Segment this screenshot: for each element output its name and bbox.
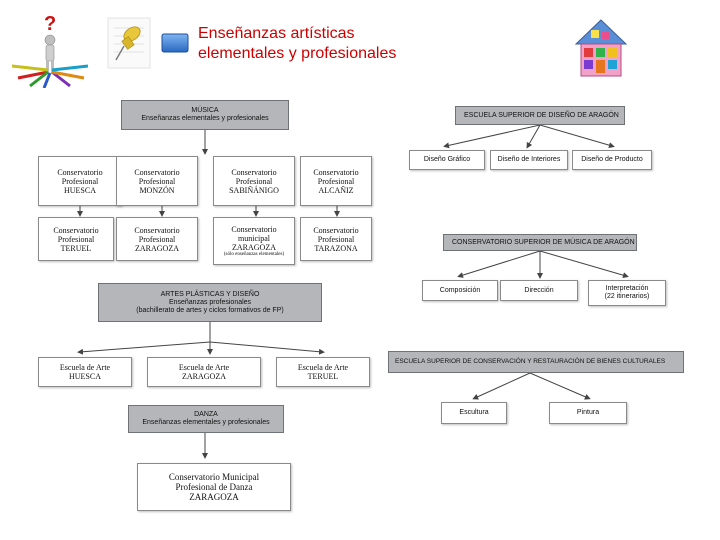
conservatorio-municipal-zaragoza: Conservatorio municipal ZARAGOZA (sólo e… (213, 217, 295, 265)
conservatorio-monzon: Conservatorio Profesional MONZÓN (116, 156, 198, 206)
box-line: HUESCA (63, 185, 96, 195)
escuela-arte-zaragoza: Escuela de Arte ZARAGOZA (147, 357, 261, 387)
box-note: (sólo enseñanzas elementales) (223, 251, 285, 257)
box-line: ZARAGOZA (189, 492, 239, 502)
musica-composicion: Composición (422, 280, 498, 301)
conservatorio-teruel: Conservatorio Profesional TERUEL (38, 217, 114, 261)
box-line: Diseño de Producto (581, 156, 643, 163)
box-line: ZARAGOZA (182, 372, 226, 381)
musica-header-title: MÚSICA (191, 107, 219, 114)
box-line: Escuela de Arte (59, 363, 111, 372)
conservacion-escultura: Escultura (441, 402, 507, 424)
diseno-header-text: ESCUELA SUPERIOR DE DISEÑO DE ARAGÓN (464, 111, 619, 119)
artes-header: ARTES PLÁSTICAS Y DISEÑO Enseñanzas prof… (98, 283, 322, 322)
danza-header-subtitle: Enseñanzas elementales y profesionales (142, 419, 270, 426)
artes-header-note: (bachillerato de artes y ciclos formativ… (136, 306, 284, 314)
artes-header-title: ARTES PLÁSTICAS Y DISEÑO (160, 290, 260, 298)
musica-header: MÚSICA Enseñanzas elementales y profesio… (121, 100, 289, 130)
box-line: Conservatorio Municipal (168, 472, 260, 482)
box-line: Dirección (524, 286, 554, 294)
musica-superior-header-text: CONSERVATORIO SUPERIOR DE MÚSICA DE ARAG… (452, 238, 635, 246)
musica-header-subtitle: Enseñanzas elementales y profesionales (141, 115, 269, 122)
conservatorio-tarazona: Conservatorio Profesional TARAZONA (300, 217, 372, 261)
box-line: Profesional de Danza (175, 482, 253, 492)
conservacion-header-text: ESCUELA SUPERIOR DE CONSERVACIÓN Y RESTA… (395, 358, 666, 365)
svg-text:?: ? (44, 13, 56, 35)
box-line: TARAZONA (314, 243, 358, 253)
box-line: Profesional (317, 176, 355, 186)
box-line: Conservatorio (313, 167, 359, 177)
conservacion-header: ESCUELA SUPERIOR DE CONSERVACIÓN Y RESTA… (388, 351, 684, 373)
musica-interpretacion: Interpretación (22 itinerarios) (588, 280, 666, 306)
title-line-1: Enseñanzas artísticas (198, 25, 355, 42)
box-line: Profesional (57, 234, 95, 244)
musica-superior-header: CONSERVATORIO SUPERIOR DE MÚSICA DE ARAG… (443, 234, 637, 251)
box-line: Escultura (459, 409, 489, 416)
box-line: Profesional (235, 176, 273, 186)
box-line: Escuela de Arte (178, 363, 230, 372)
conservatorio-zaragoza: Conservatorio Profesional ZARAGOZA (116, 217, 198, 261)
box-line: TERUEL (60, 243, 92, 253)
danza-header: DANZA Enseñanzas elementales y profesion… (128, 405, 284, 433)
box-line: Conservatorio (231, 167, 277, 177)
box-line: ZARAGOZA (135, 243, 179, 253)
box-line: Conservatorio (313, 225, 359, 235)
blue-square-bullet-icon (161, 33, 189, 53)
box-line: Profesional (138, 176, 176, 186)
box-line: Profesional (61, 176, 99, 186)
box-line: Conservatorio (57, 167, 103, 177)
box-line: (22 itinerarios) (604, 293, 650, 300)
box-line: Conservatorio (231, 224, 277, 234)
box-line: Composición (439, 286, 481, 294)
box-line: Pintura (576, 409, 600, 416)
diseno-header: ESCUELA SUPERIOR DE DISEÑO DE ARAGÓN (455, 106, 625, 125)
box-line: Diseño de Interiores (497, 156, 561, 163)
title-line-2: elementales y profesionales (198, 45, 397, 62)
diseno-interiores: Diseño de Interiores (490, 150, 568, 170)
diseno-producto: Diseño de Producto (572, 150, 652, 170)
box-line: ALCAÑIZ (318, 185, 354, 195)
box-line: Escuela de Arte (297, 363, 349, 372)
box-line: TERUEL (307, 372, 339, 381)
page-title: Enseñanzas artísticas elementales y prof… (198, 24, 396, 64)
colorful-house-icon (574, 18, 628, 80)
conservacion-pintura: Pintura (549, 402, 627, 424)
box-line: Conservatorio (134, 225, 180, 235)
box-line: MONZÓN (139, 185, 175, 195)
box-line: Interpretación (605, 285, 649, 292)
box-line: ZARAGOZA (232, 242, 276, 252)
box-line: municipal (238, 233, 270, 243)
escuela-arte-huesca: Escuela de Arte HUESCA (38, 357, 132, 387)
diseno-grafico: Diseño Gráfico (409, 150, 485, 170)
conservatorio-alcaniz: Conservatorio Profesional ALCAÑIZ (300, 156, 372, 206)
danza-header-title: DANZA (194, 411, 218, 418)
artes-header-subtitle: Enseñanzas profesionales (168, 298, 252, 306)
escuela-arte-teruel: Escuela de Arte TERUEL (276, 357, 370, 387)
pushpin-icon (104, 14, 154, 74)
box-line: HUESCA (68, 372, 101, 381)
box-line: Diseño Gráfico (423, 156, 471, 163)
box-line: Conservatorio (134, 167, 180, 177)
conservatorio-danza-zaragoza: Conservatorio Municipal Profesional de D… (137, 463, 291, 511)
conservatorio-huesca: Conservatorio Profesional HUESCA (38, 156, 122, 206)
box-line: SABIÑÁNIGO (229, 185, 279, 195)
box-line: Profesional (317, 234, 355, 244)
box-line: Conservatorio (53, 225, 99, 235)
conservatorio-sabinanigo: Conservatorio Profesional SABIÑÁNIGO (213, 156, 295, 206)
musica-direccion: Dirección (500, 280, 578, 301)
question-figure-icon: ? (4, 6, 100, 89)
box-line: Profesional (138, 234, 176, 244)
